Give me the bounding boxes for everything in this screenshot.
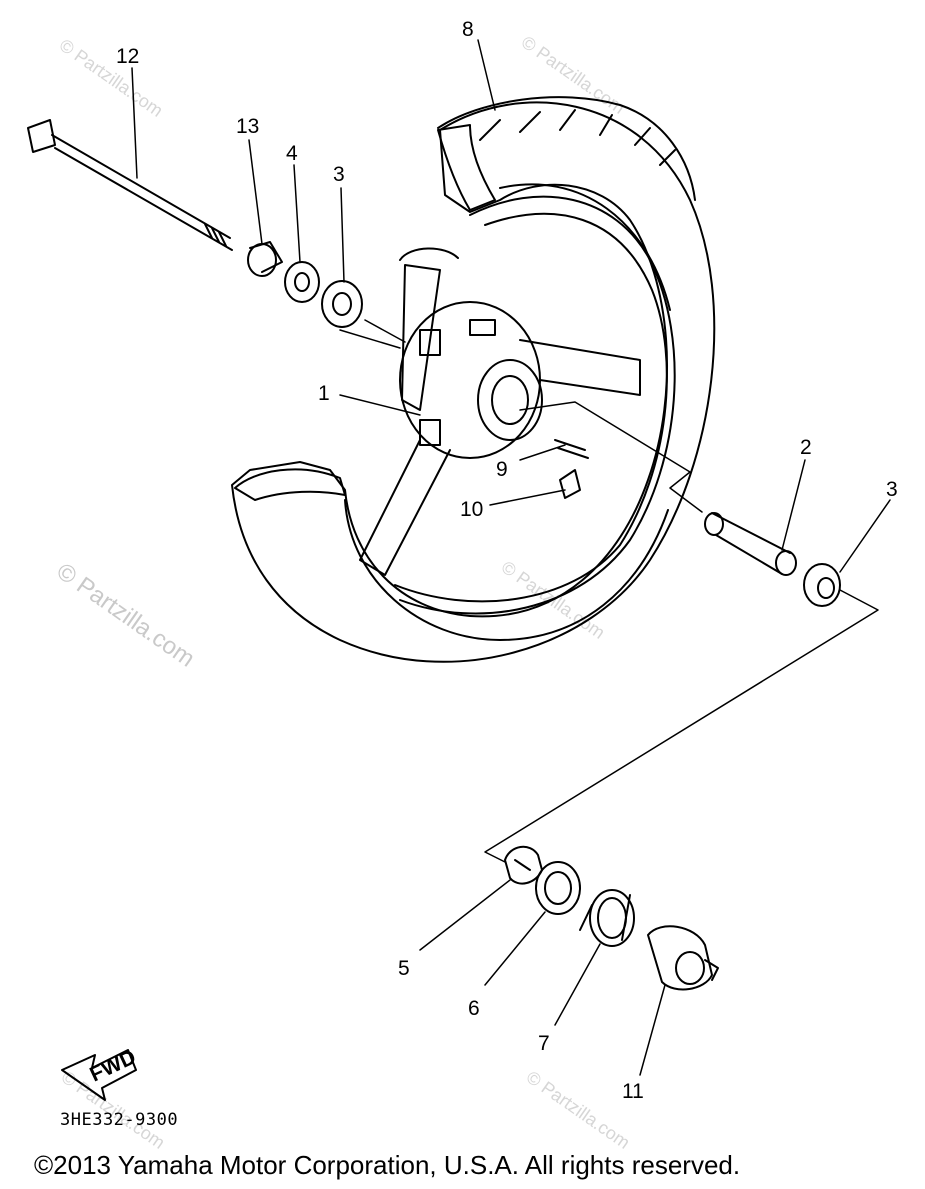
fwd-label: FWD — [86, 1045, 139, 1086]
copyright-notice: ©2013 Yamaha Motor Corporation, U.S.A. A… — [34, 1150, 741, 1180]
callout-7: 7 — [538, 1032, 550, 1055]
retainer-5 — [504, 845, 543, 885]
assembly-line-axle-to-hub — [364, 319, 406, 343]
ring-7 — [579, 889, 635, 947]
callout-6: 6 — [468, 997, 480, 1020]
diagram-part-code: 3HE332-9300 — [60, 1110, 179, 1130]
axle-thread — [204, 223, 227, 247]
callout-5: 5 — [398, 957, 410, 980]
spoke-right — [519, 339, 641, 396]
watermark-top-right: © Partzilla.com — [518, 32, 629, 118]
spacer-2 — [704, 512, 797, 576]
bearing-3-right — [803, 563, 841, 607]
tread-marks — [479, 109, 676, 166]
rim-inner-line-1 — [399, 195, 676, 615]
callout-2: 2 — [800, 436, 812, 459]
callout-9: 9 — [496, 458, 508, 481]
tire-section-top — [437, 124, 496, 211]
oil-seal-4 — [284, 261, 320, 303]
callout-numbers: 12 13 4 3 8 1 9 10 2 3 5 6 7 11 — [116, 18, 898, 1103]
tire-section-bottom — [234, 468, 346, 501]
valve-cap — [559, 469, 581, 499]
hub-bearing-seat — [477, 359, 543, 441]
hub-cutouts — [419, 319, 496, 446]
assembly-line-bearing-to-retainer — [484, 589, 879, 863]
spoke-lower — [359, 439, 451, 576]
callout-13: 13 — [236, 115, 259, 138]
axle-shaft — [51, 134, 233, 251]
gear-unit-11 — [647, 925, 719, 991]
watermark-top-left: © Partzilla.com — [56, 35, 167, 121]
leader-lines — [131, 39, 891, 1076]
callout-10: 10 — [460, 498, 483, 521]
callout-8: 8 — [462, 18, 474, 41]
hub-bearing-inner — [491, 375, 529, 425]
tread-outline — [437, 96, 696, 201]
spoke-upper-cap — [399, 247, 459, 261]
callout-3-left: 3 — [333, 163, 345, 186]
callout-4: 4 — [286, 142, 298, 165]
callout-3-right: 3 — [886, 478, 898, 501]
rim-lower-line — [344, 499, 669, 641]
callout-1: 1 — [318, 382, 330, 405]
callout-11: 11 — [622, 1080, 644, 1103]
callout-12: 12 — [116, 45, 139, 68]
watermark-bottom-right: © Partzilla.com — [523, 1067, 634, 1153]
watermark-main: © Partzilla.com — [52, 558, 200, 673]
wheel-assembly — [231, 96, 716, 663]
collar-13 — [247, 241, 283, 277]
rim-inner-line-2 — [394, 212, 668, 603]
hub-body — [399, 301, 541, 459]
oil-seal-6 — [535, 861, 581, 915]
axle — [27, 119, 233, 251]
bearing-3-left — [321, 280, 401, 349]
rim-inner-line-3 — [499, 183, 671, 311]
axle-head — [27, 119, 56, 153]
assembly-line-hub-to-spacer — [519, 401, 703, 513]
fwd-arrow-icon — [61, 1049, 137, 1101]
tire-outline — [231, 101, 716, 663]
valve-stem — [554, 439, 589, 459]
